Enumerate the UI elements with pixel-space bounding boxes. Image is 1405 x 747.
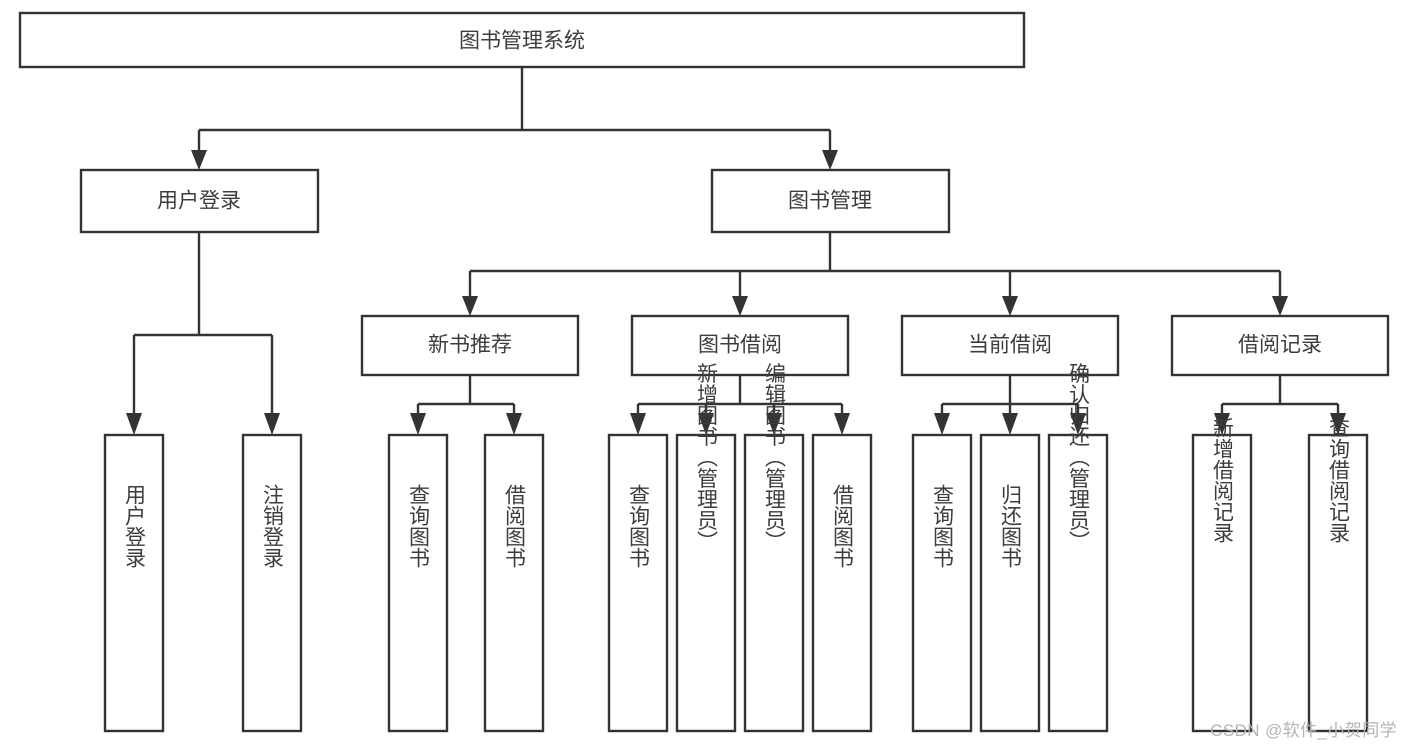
node-leaf-edit-book[interactable]: 编辑图书（管理员） xyxy=(743,363,805,733)
connector-layer xyxy=(126,67,1346,435)
node-leaf-borrow-book-2-box[interactable] xyxy=(811,433,873,733)
node-leaf-add-book-box[interactable] xyxy=(675,433,737,733)
node-root-label: 图书管理系统 xyxy=(459,30,585,53)
node-book-borrow-label: 图书借阅 xyxy=(698,334,782,357)
node-user-login-box[interactable] xyxy=(79,168,320,234)
node-leaf-confirm-return-box[interactable] xyxy=(1047,433,1109,733)
node-root[interactable]: 图书管理系统 xyxy=(18,11,1026,69)
arrow-head-current-borrow xyxy=(1002,296,1018,316)
node-current-borrow-label: 当前借阅 xyxy=(968,334,1052,357)
node-leaf-query-book-2-label: 查询图书 xyxy=(627,484,651,568)
node-leaf-user-logout-label: 注销登录 xyxy=(261,484,285,568)
node-leaf-borrow-book-1[interactable]: 借阅图书 xyxy=(483,433,545,733)
node-user-login[interactable]: 用户登录 xyxy=(79,168,320,234)
node-leaf-query-book-1[interactable]: 查询图书 xyxy=(387,433,449,733)
node-leaf-query-book-1-box[interactable] xyxy=(387,433,449,733)
node-leaf-borrow-book-1-box[interactable] xyxy=(483,433,545,733)
node-leaf-query-record-label: 查询借阅记录 xyxy=(1327,417,1351,543)
node-leaf-confirm-return[interactable]: 确认归还（管理员） xyxy=(1047,363,1109,733)
arrow-head-leaf-query-book-3 xyxy=(934,413,950,435)
arrow-head-borrow-record xyxy=(1272,296,1288,316)
node-leaf-user-login-box[interactable] xyxy=(103,433,165,733)
node-leaf-add-record-box[interactable] xyxy=(1191,433,1253,733)
node-leaf-borrow-book-2[interactable]: 借阅图书 xyxy=(811,433,873,733)
node-leaf-user-logout[interactable]: 注销登录 xyxy=(241,433,303,733)
node-leaf-borrow-book-2-label: 借阅图书 xyxy=(831,484,855,568)
node-leaf-query-book-3[interactable]: 查询图书 xyxy=(911,433,973,733)
node-book-manage-box[interactable] xyxy=(710,168,951,234)
arrow-head-user-login xyxy=(191,150,207,170)
arrow-head-new-book-recommend xyxy=(462,296,478,316)
node-leaf-user-login[interactable]: 用户登录 xyxy=(103,433,165,733)
node-leaf-edit-book-label: 编辑图书（管理员） xyxy=(763,363,787,552)
arrow-head-leaf-add-book xyxy=(698,413,714,435)
node-leaf-return-book-label: 归还图书 xyxy=(999,484,1023,568)
node-book-borrow-box[interactable] xyxy=(630,314,850,377)
node-leaf-query-book-3-box[interactable] xyxy=(911,433,973,733)
node-book-manage-label: 图书管理 xyxy=(788,190,872,213)
node-leaf-return-book-box[interactable] xyxy=(979,433,1041,733)
node-leaf-edit-book-box[interactable] xyxy=(743,433,805,733)
node-leaf-user-login-label: 用户登录 xyxy=(123,484,147,568)
node-borrow-record-box[interactable] xyxy=(1170,314,1390,377)
arrow-head-leaf-query-book-2 xyxy=(630,413,646,435)
arrow-head-book-manage xyxy=(822,150,838,170)
node-leaf-add-record[interactable]: 新增借阅记录 xyxy=(1191,417,1253,733)
node-user-login-label: 用户登录 xyxy=(157,190,241,213)
node-leaf-add-book[interactable]: 新增图书（管理员） xyxy=(675,363,737,733)
node-book-manage[interactable]: 图书管理 xyxy=(710,168,951,234)
arrow-head-leaf-query-record xyxy=(1330,413,1346,435)
arrow-head-leaf-return-book xyxy=(1002,413,1018,435)
node-leaf-query-record[interactable]: 查询借阅记录 xyxy=(1307,417,1369,733)
node-leaf-user-logout-box[interactable] xyxy=(241,433,303,733)
node-borrow-record[interactable]: 借阅记录 xyxy=(1170,314,1390,377)
node-leaf-return-book[interactable]: 归还图书 xyxy=(979,433,1041,733)
node-leaf-query-book-1-label: 查询图书 xyxy=(407,484,431,568)
node-new-book-recommend-box[interactable] xyxy=(360,314,580,377)
arrow-head-leaf-borrow-book-2 xyxy=(834,413,850,435)
node-current-borrow[interactable]: 当前借阅 xyxy=(900,314,1120,377)
node-leaf-query-book-2[interactable]: 查询图书 xyxy=(607,433,669,733)
node-leaf-query-record-box[interactable] xyxy=(1307,433,1369,733)
node-root-box[interactable] xyxy=(18,11,1026,69)
arrow-head-leaf-edit-book xyxy=(766,413,782,435)
node-new-book-recommend[interactable]: 新书推荐 xyxy=(360,314,580,377)
node-leaf-add-book-label: 新增图书（管理员） xyxy=(695,363,719,552)
node-borrow-record-label: 借阅记录 xyxy=(1238,334,1322,357)
node-leaf-borrow-book-1-label: 借阅图书 xyxy=(503,484,527,568)
arrow-head-leaf-user-logout xyxy=(264,413,280,435)
node-current-borrow-box[interactable] xyxy=(900,314,1120,377)
node-leaf-query-book-2-box[interactable] xyxy=(607,433,669,733)
arrow-head-leaf-add-record xyxy=(1214,413,1230,435)
arrow-head-leaf-user-login xyxy=(126,413,142,435)
arrow-head-leaf-query-book-1 xyxy=(410,413,426,435)
node-new-book-recommend-label: 新书推荐 xyxy=(428,334,512,357)
node-leaf-query-book-3-label: 查询图书 xyxy=(931,484,955,568)
arrow-head-leaf-borrow-book-1 xyxy=(506,413,522,435)
node-book-borrow[interactable]: 图书借阅 xyxy=(630,314,850,377)
arrow-head-book-borrow xyxy=(732,296,748,316)
node-leaf-confirm-return-label: 确认归还（管理员） xyxy=(1067,363,1091,552)
node-leaf-add-record-label: 新增借阅记录 xyxy=(1211,417,1235,543)
arrow-head-leaf-confirm-return xyxy=(1070,413,1086,435)
